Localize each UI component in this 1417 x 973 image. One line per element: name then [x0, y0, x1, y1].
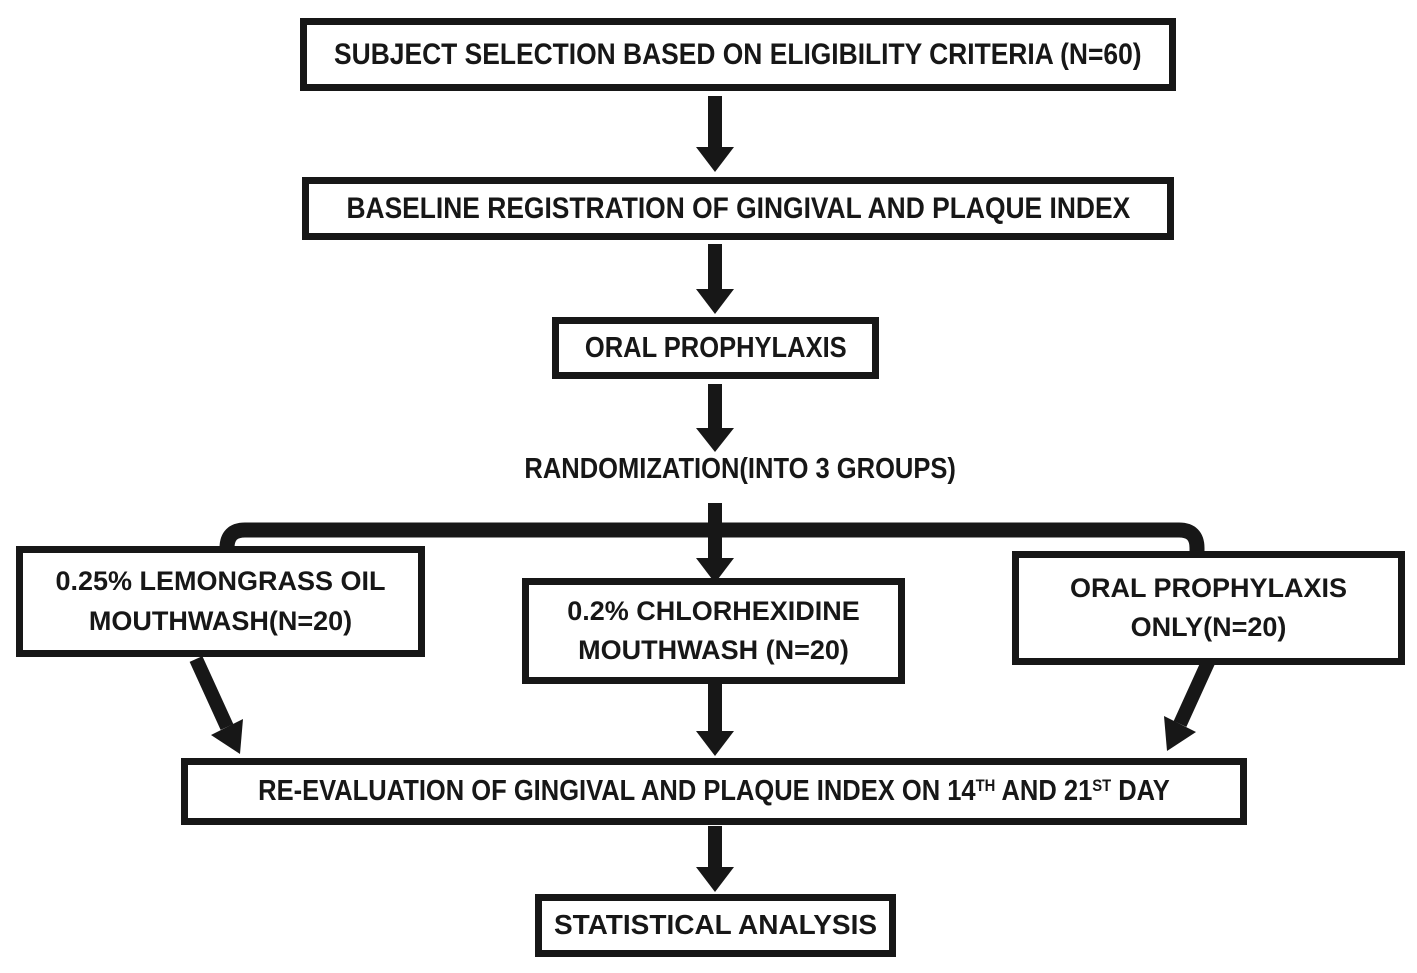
ordinal-suffix-21st: ST	[1092, 776, 1112, 796]
node-chlorhexidine-mouthwash: 0.2% CHLORHEXIDINE MOUTHWASH (N=20)	[522, 578, 905, 684]
arrow-oralonly-to-reevaluation-icon	[1164, 655, 1217, 751]
node-oral-prophylaxis-label: ORAL PROPHYLAXIS	[584, 331, 847, 364]
node-reevaluation-label: RE-EVALUATION OF GINGIVAL AND PLAQUE IND…	[258, 775, 1170, 808]
arrow-randomization-to-chlorhexidine-icon	[696, 503, 734, 583]
node-randomization-label: RANDOMIZATION(INTO 3 GROUPS)	[524, 452, 956, 485]
arrow-reevaluation-to-statistical-icon	[696, 826, 734, 892]
node-statistical-analysis-label: STATISTICAL ANALYSIS	[553, 909, 878, 941]
node-statistical-analysis: STATISTICAL ANALYSIS	[535, 894, 896, 957]
arrow-selection-to-baseline-icon	[696, 96, 734, 172]
node-subject-selection: SUBJECT SELECTION BASED ON ELIGIBILITY C…	[300, 18, 1176, 91]
node-chlorhexidine-mouthwash-label: 0.2% CHLORHEXIDINE MOUTHWASH (N=20)	[567, 595, 860, 665]
node-reevaluation: RE-EVALUATION OF GINGIVAL AND PLAQUE IND…	[181, 758, 1247, 825]
ordinal-suffix-14th: TH	[975, 776, 996, 796]
arrow-prophylaxis-to-randomization-icon	[696, 384, 734, 452]
node-oral-prophylaxis-only-label: ORAL PROPHYLAXIS ONLY(N=20)	[1069, 572, 1348, 642]
arrow-chlorhexidine-to-reevaluation-icon	[696, 684, 734, 756]
node-baseline-registration-label: BASELINE REGISTRATION OF GINGIVAL AND PL…	[346, 191, 1130, 225]
node-lemongrass-mouthwash-label: 0.25% LEMONGRASS OIL MOUTHWASH(N=20)	[55, 566, 386, 636]
node-baseline-registration: BASELINE REGISTRATION OF GINGIVAL AND PL…	[302, 177, 1174, 240]
node-oral-prophylaxis: ORAL PROPHYLAXIS	[552, 317, 879, 379]
arrow-baseline-to-prophylaxis-icon	[696, 244, 734, 314]
arrow-lemongrass-to-reevaluation-icon	[189, 656, 243, 754]
node-lemongrass-mouthwash: 0.25% LEMONGRASS OIL MOUTHWASH(N=20)	[16, 546, 425, 657]
node-oral-prophylaxis-only: ORAL PROPHYLAXIS ONLY(N=20)	[1012, 551, 1405, 665]
node-subject-selection-label: SUBJECT SELECTION BASED ON ELIGIBILITY C…	[334, 37, 1142, 71]
node-randomization: RANDOMIZATION(INTO 3 GROUPS)	[420, 450, 1060, 488]
